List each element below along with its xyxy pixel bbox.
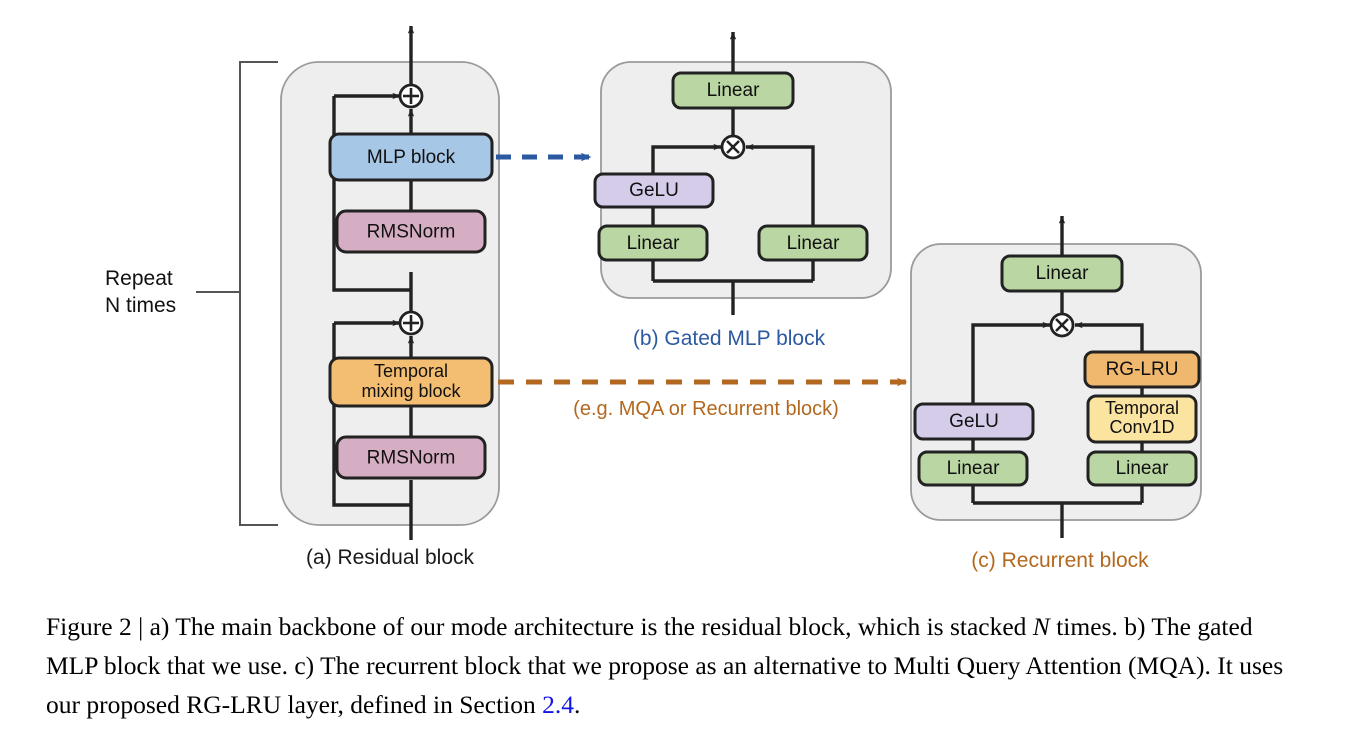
block-linear-right-label: Linear <box>1116 458 1169 479</box>
caption-part-a: a) The main backbone of our mode archite… <box>149 612 1033 641</box>
panel-b-caption: (b) Gated MLP block <box>633 327 826 350</box>
panel-c-caption: (c) Recurrent block <box>971 549 1149 572</box>
rec-rglru-to-mul <box>1074 321 1144 352</box>
block-temporal-mixing-label-1: Temporal <box>374 361 448 381</box>
block-temporal-conv1d-label-2: Conv1D <box>1109 417 1174 437</box>
mlp-right-to-mul <box>745 143 815 226</box>
block-gelu-label: GeLU <box>629 180 679 201</box>
caption-part-c: c) The recurrent block that we propose a… <box>46 650 1284 719</box>
panel-a-caption: (a) Residual block <box>306 546 475 569</box>
rec-gelu-to-mul <box>971 321 1051 404</box>
caption-period: . <box>574 689 581 719</box>
panel-recurrent-block: Linear Linear GeLU Temporal Conv1D RG-LR… <box>910 215 1202 572</box>
mlp-gelu-to-mul <box>651 143 722 174</box>
add-operator-lower <box>398 310 424 336</box>
block-temporal-mixing-label-2: mixing block <box>361 381 461 401</box>
caption-part-a-end: times. <box>1049 612 1125 641</box>
multiply-operator <box>1049 312 1075 338</box>
temporal-expand-arrow-label: (e.g. MQA or Recurrent block) <box>573 398 839 420</box>
block-temporal-conv1d-label-1: Temporal <box>1105 398 1179 418</box>
repeat-label-line2: N times <box>105 294 176 317</box>
block-mlp-label: MLP block <box>367 147 456 168</box>
block-linear-right-label: Linear <box>787 233 840 254</box>
repeat-label-line1: Repeat <box>105 267 173 290</box>
add-operator-upper <box>398 83 424 109</box>
block-linear-out-label: Linear <box>1036 263 1089 284</box>
caption-prefix: Figure 2 | <box>46 612 150 641</box>
architecture-diagram: Repeat N times RMSNorm Temporal mixing b… <box>105 25 1202 572</box>
caption-italic-n: N <box>1032 612 1050 641</box>
block-rmsnorm-bottom-label: RMSNorm <box>367 448 456 469</box>
multiply-operator <box>720 134 746 160</box>
panel-residual-block: Repeat N times RMSNorm Temporal mixing b… <box>105 25 500 569</box>
caption-section-link[interactable]: 2.4 <box>542 689 574 719</box>
block-linear-left-label: Linear <box>627 233 680 254</box>
figure-caption: Figure 2 | a) The main backbone of our m… <box>46 608 1306 724</box>
block-linear-out-label: Linear <box>707 80 760 101</box>
repeat-bracket <box>196 61 278 526</box>
block-rmsnorm-top-label: RMSNorm <box>367 222 456 243</box>
block-linear-left-label: Linear <box>947 458 1000 479</box>
block-rg-lru-label: RG-LRU <box>1106 359 1179 380</box>
panel-gated-mlp-block: Linear Linear GeLU Linear <box>593 31 892 350</box>
block-gelu-label: GeLU <box>949 411 999 432</box>
temporal-expand-arrow: (e.g. MQA or Recurrent block) <box>498 377 908 420</box>
caption-part-b: b) The gated MLP block that we use. <box>46 612 1253 680</box>
